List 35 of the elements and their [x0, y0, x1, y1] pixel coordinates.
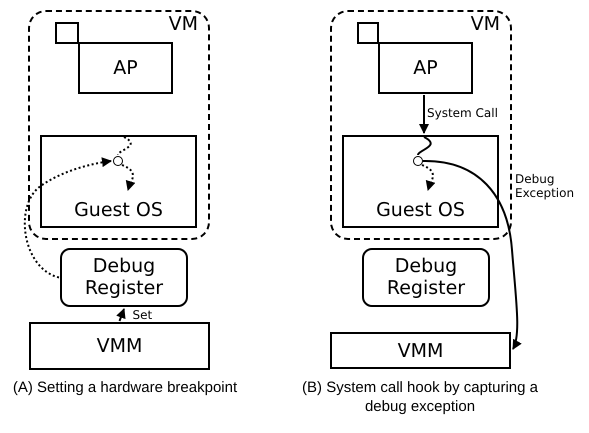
arrow	[422, 160, 522, 350]
rounded-box	[60, 248, 188, 307]
hook-point-circle	[413, 156, 423, 166]
box-label: VM	[470, 13, 500, 35]
hook-point-circle	[113, 156, 123, 166]
process-box	[78, 42, 173, 94]
box-label: Debug Register	[386, 255, 466, 299]
figure-caption: (B) System call hook by capturing a debug exception	[301, 378, 539, 416]
process-box	[29, 322, 210, 370]
small-box	[357, 22, 379, 44]
process-box	[378, 42, 473, 94]
arrow	[122, 164, 136, 191]
box-label: Guest OS	[375, 199, 466, 221]
box-label: Debug Register	[84, 255, 164, 299]
box-label: VMM	[96, 335, 144, 357]
process-box	[342, 135, 499, 228]
connector-line	[117, 136, 132, 156]
process-box	[330, 332, 511, 369]
arrow	[24, 157, 112, 278]
arrow	[116, 308, 126, 322]
arrow	[422, 164, 436, 191]
box-label: VM	[168, 13, 198, 35]
edge-label: System Call	[426, 106, 499, 120]
arrow	[419, 95, 429, 134]
dashed-boundary	[28, 10, 210, 240]
box-label: AP	[112, 57, 139, 79]
box-label: AP	[412, 57, 439, 79]
box-label: VMM	[396, 340, 444, 362]
figure-caption: (A) Setting a hardware breakpoint	[12, 378, 238, 397]
edge-label: Set	[132, 308, 154, 322]
process-box	[40, 135, 197, 228]
small-box	[55, 22, 79, 44]
connector-line	[417, 136, 432, 156]
rounded-box	[362, 248, 490, 307]
box-label: Guest OS	[73, 199, 164, 221]
